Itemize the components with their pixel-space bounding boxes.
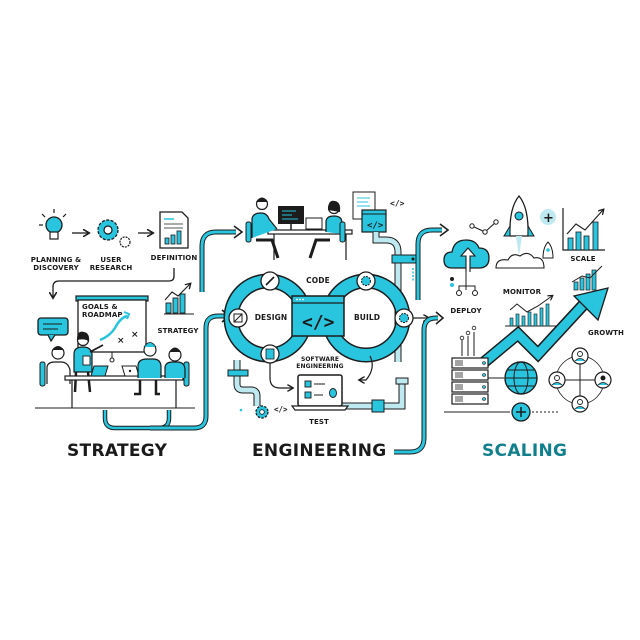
step-label-line: USER — [100, 256, 122, 264]
code-window-icon: </> </> — [352, 191, 405, 233]
plus-icon: + — [543, 211, 554, 226]
scale-label: SCALE — [570, 255, 596, 263]
flow-arrow-icon — [53, 268, 175, 297]
server-rack-icon — [444, 325, 510, 413]
user-network-icon — [548, 347, 612, 413]
team-meeting-illustration — [35, 331, 195, 409]
test-label: TEST — [309, 418, 329, 426]
document-chart-icon — [159, 211, 189, 249]
flow-pipe — [102, 410, 172, 431]
pipe-system-illustration — [227, 232, 419, 413]
design-label: DESIGN — [254, 313, 288, 322]
svg-text:×: × — [131, 330, 139, 340]
flow-connector-engineering-scaling — [394, 223, 450, 455]
globe-icon — [488, 361, 538, 395]
whiteboard-icon: × × — [75, 295, 149, 363]
board-label: GOALS & ROADMAP — [82, 303, 126, 319]
board-label-line: ROADMAP — [82, 310, 123, 319]
code-label: CODE — [306, 276, 330, 285]
deploy-label: DEPLOY — [450, 307, 482, 315]
step-label-user-research: USER RESEARCH — [88, 256, 134, 272]
build-label: BUILD — [353, 313, 381, 322]
growth-label: GROWTH — [587, 329, 625, 337]
dev-cycle-loop: </> — [223, 271, 428, 388]
board-label-line: GOALS & — [82, 303, 118, 311]
gear-small-icon — [239, 405, 269, 419]
stage-title-engineering: ENGINEERING — [252, 441, 387, 461]
chat-bubble-icon — [37, 317, 69, 343]
trend-arrow-icon — [99, 314, 128, 342]
step-label-definition: DEFINITION — [150, 254, 198, 262]
software-engineering-label: SOFTWARE ENGINEERING — [288, 356, 352, 370]
svg-text:</>: </> — [367, 221, 384, 231]
strategy-chart-label: STRATEGY — [157, 327, 199, 335]
developers-desk-illustration — [245, 197, 353, 260]
strategy-chart-icon — [164, 284, 194, 315]
step-label-line: RESEARCH — [89, 263, 133, 272]
cloud-upload-icon — [443, 239, 490, 296]
svg-text:×: × — [117, 336, 125, 346]
step-label-line: DISCOVERY — [33, 263, 79, 272]
flow-connector-strategy-engineering — [150, 225, 244, 431]
network-dots-icon — [469, 219, 499, 235]
sub-label-line: SOFTWARE — [300, 356, 340, 363]
bug-icon — [329, 388, 337, 398]
step-label-line: PLANNING & — [30, 256, 82, 264]
rocket-icon: + — [495, 194, 556, 269]
monitor-chart-icon — [505, 296, 556, 327]
small-growth-chart-icon — [571, 265, 603, 291]
gears-icon — [97, 219, 131, 248]
step-label-planning: PLANNING & DISCOVERY — [28, 256, 84, 272]
scale-chart-icon — [562, 208, 605, 251]
stage-title-scaling: SCALING — [482, 441, 568, 461]
lightbulb-icon — [39, 209, 67, 240]
svg-text:</>: </> — [302, 312, 335, 333]
add-circle-icon — [511, 402, 560, 422]
growth-arrow-icon — [478, 287, 609, 369]
monitor-label: MONITOR — [502, 288, 542, 296]
test-laptop-icon — [290, 374, 350, 411]
sub-label-line: ENGINEERING — [296, 362, 344, 370]
stage-title-strategy: STRATEGY — [67, 441, 168, 461]
svg-text:</>: </> — [390, 199, 405, 208]
code-tag-icon: </> — [274, 405, 288, 414]
